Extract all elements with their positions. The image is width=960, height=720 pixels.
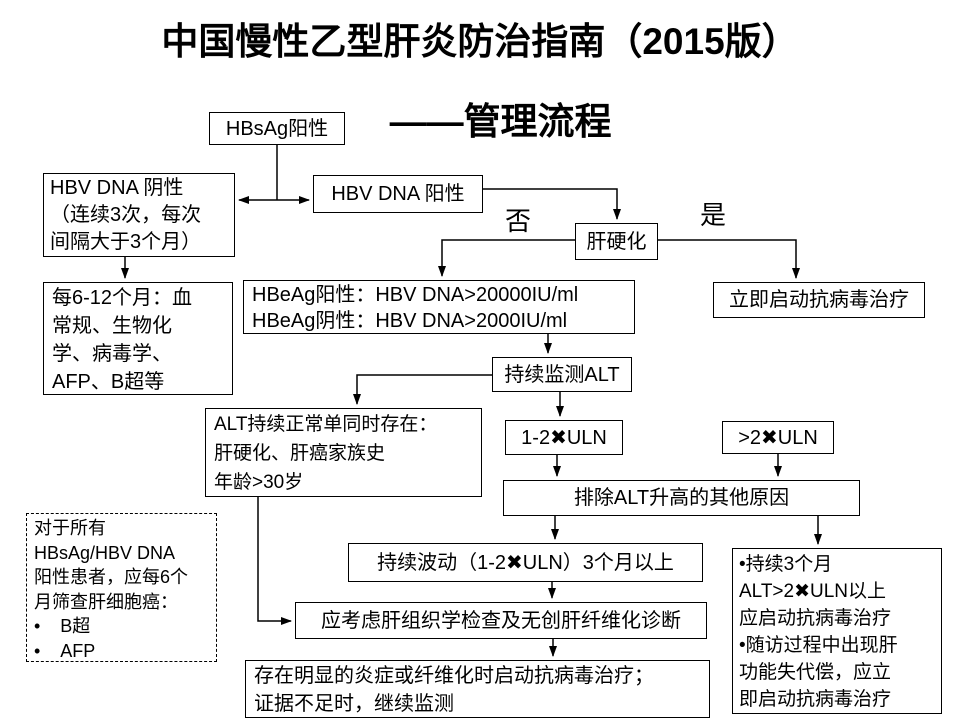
node-exclude-other-alt-causes: 排除ALT升高的其他原因 — [503, 480, 860, 516]
node-alt-gt-2-uln: >2✖ULN — [722, 421, 834, 454]
node-hbv-dna-negative: HBV DNA 阴性 （连续3次，每次 间隔大于3个月） — [43, 173, 235, 257]
connector-alt-normal-to-consider — [257, 497, 292, 625]
branch-label-no: 否 — [505, 206, 532, 236]
node-continuous-alt-monitoring: 持续监测ALT — [492, 357, 632, 392]
title-line-1: 中国慢性乙型肝炎防治指南（2015版） — [161, 21, 799, 62]
node-hcc-screening-note: 对于所有 HBsAg/HBV DNA 阳性患者，应每6个 月筛查肝细胞癌： • … — [26, 513, 217, 662]
node-final-decision: 存在明显的炎症或纤维化时启动抗病毒治疗； 证据不足时，继续监测 — [245, 660, 710, 718]
slide-title: 中国慢性乙型肝炎防治指南（2015版） ——管理流程 — [0, 22, 960, 182]
connector-monitor-alt-to-alt-normal — [353, 374, 492, 405]
node-hbsag-positive: HBsAg阳性 — [209, 112, 345, 145]
node-hbeag-thresholds: HBeAg阳性：HBV DNA>20000IU/ml HBeAg阴性：HBV D… — [243, 280, 635, 334]
node-persistent-fluctuation: 持续波动（1-2✖ULN）3个月以上 — [348, 543, 703, 582]
title-line-2: ——管理流程 — [389, 101, 612, 142]
node-alt-1-2-uln: 1-2✖ULN — [505, 420, 623, 455]
branch-label-yes: 是 — [700, 200, 727, 230]
connector-cirrhosis-no-to-hbeag — [438, 239, 575, 277]
node-cirrhosis: 肝硬化 — [575, 223, 658, 260]
node-monitor-every-6-12-months: 每6-12个月：血 常规、生物化 学、病毒学、 AFP、B超等 — [43, 282, 233, 395]
node-hbv-dna-positive: HBV DNA 阳性 — [313, 175, 483, 213]
node-start-antiviral-immediately: 立即启动抗病毒治疗 — [713, 282, 925, 318]
node-treat-after-3-months: •持续3个月 ALT>2✖ULN以上 应启动抗病毒治疗 •随访过程中出现肝 功能… — [732, 548, 942, 714]
connector-cirrhosis-yes-to-treatment — [658, 239, 800, 279]
connector-positive-to-cirrhosis — [483, 188, 621, 220]
node-alt-normal-with-risk: ALT持续正常单同时存在： 肝硬化、肝癌家族史 年龄>30岁 — [205, 408, 482, 497]
node-consider-liver-biopsy: 应考虑肝组织学检查及无创肝纤维化诊断 — [295, 602, 707, 639]
